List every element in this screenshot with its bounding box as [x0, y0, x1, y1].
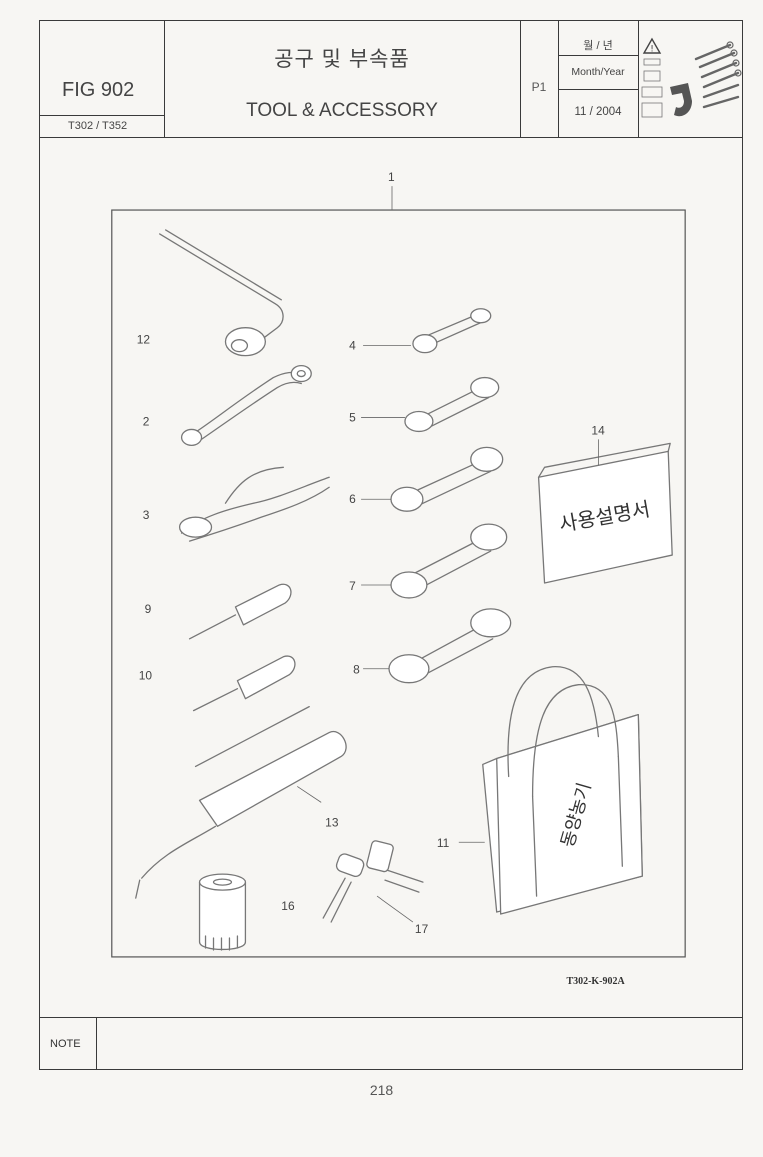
tool-bag-11: 동양농기: [482, 666, 643, 915]
ignition-keys-17: [322, 840, 424, 923]
month-year-label: Month/Year: [571, 66, 625, 78]
page-number: 218: [369, 1082, 394, 1098]
logo-emblem: !: [641, 37, 742, 118]
callout-11: 11: [437, 836, 450, 850]
callout-2: 2: [143, 414, 150, 428]
callout-9: 9: [145, 602, 152, 616]
wrench-4: [412, 308, 492, 354]
wrench-set-icon: [694, 41, 742, 109]
callout-16: 16: [281, 899, 295, 913]
callout-7: 7: [349, 579, 356, 593]
title-korean: 공구 및 부속품: [274, 48, 410, 71]
drawing-frame: [111, 209, 686, 958]
callout-6: 6: [349, 492, 356, 506]
svg-text:!: !: [650, 45, 654, 55]
wrench-7: [390, 523, 508, 599]
callout-1: 1: [388, 170, 395, 184]
divider: [558, 89, 638, 90]
divider: [520, 21, 521, 137]
ring-spanner-2: [180, 364, 312, 447]
callout-5: 5: [349, 410, 356, 424]
figure-number: FIG 902: [62, 79, 135, 101]
callout-3: 3: [143, 508, 150, 522]
exploded-diagram: 1 12 2 3 9: [111, 170, 686, 987]
warning-icon: !: [641, 37, 663, 118]
title-block: FIG 902 T302 / T352 공구 및 부속품 TOOL & ACCE…: [40, 21, 742, 138]
divider: [164, 21, 165, 137]
screwdriver-9: [188, 583, 292, 640]
callout-8: 8: [353, 663, 360, 677]
callout-13: 13: [325, 815, 339, 829]
pliers-3: [178, 466, 330, 542]
instruction-manual-14: 사용설명서: [537, 442, 673, 584]
title-english: TOOL & ACCESSORY: [246, 100, 438, 121]
month-year-value: 11 / 2004: [574, 106, 622, 118]
screwdriver-10: [192, 655, 296, 712]
parts-sheet: FIG 902 T302 / T352 공구 및 부속품 TOOL & ACCE…: [39, 20, 743, 1070]
box-spanner-12: [159, 229, 284, 357]
wrench-5: [404, 376, 500, 433]
note-row: NOTE: [40, 1017, 742, 1070]
callout-10: 10: [139, 669, 153, 683]
callout-17: 17: [415, 922, 429, 936]
wrench-6: [390, 446, 504, 512]
callout-14: 14: [591, 423, 605, 437]
drawing-reference-code: T302-K-902A: [567, 976, 626, 987]
note-label: NOTE: [50, 1038, 81, 1050]
leader-line: [297, 786, 322, 803]
grease-gun-13: [135, 705, 347, 899]
oil-filter-16: [198, 873, 247, 951]
leader-line: [376, 895, 414, 923]
divider: [558, 21, 559, 137]
divider: [558, 55, 638, 56]
month-year-korean: 월 / 년: [583, 40, 613, 52]
divider: [40, 115, 164, 116]
note-body: [96, 1018, 742, 1070]
model-list: T302 / T352: [68, 120, 128, 132]
page-ref: P1: [531, 80, 547, 94]
divider: [638, 21, 639, 137]
wrench-8: [388, 608, 512, 684]
callout-4: 4: [349, 339, 356, 353]
callout-12: 12: [137, 333, 151, 347]
